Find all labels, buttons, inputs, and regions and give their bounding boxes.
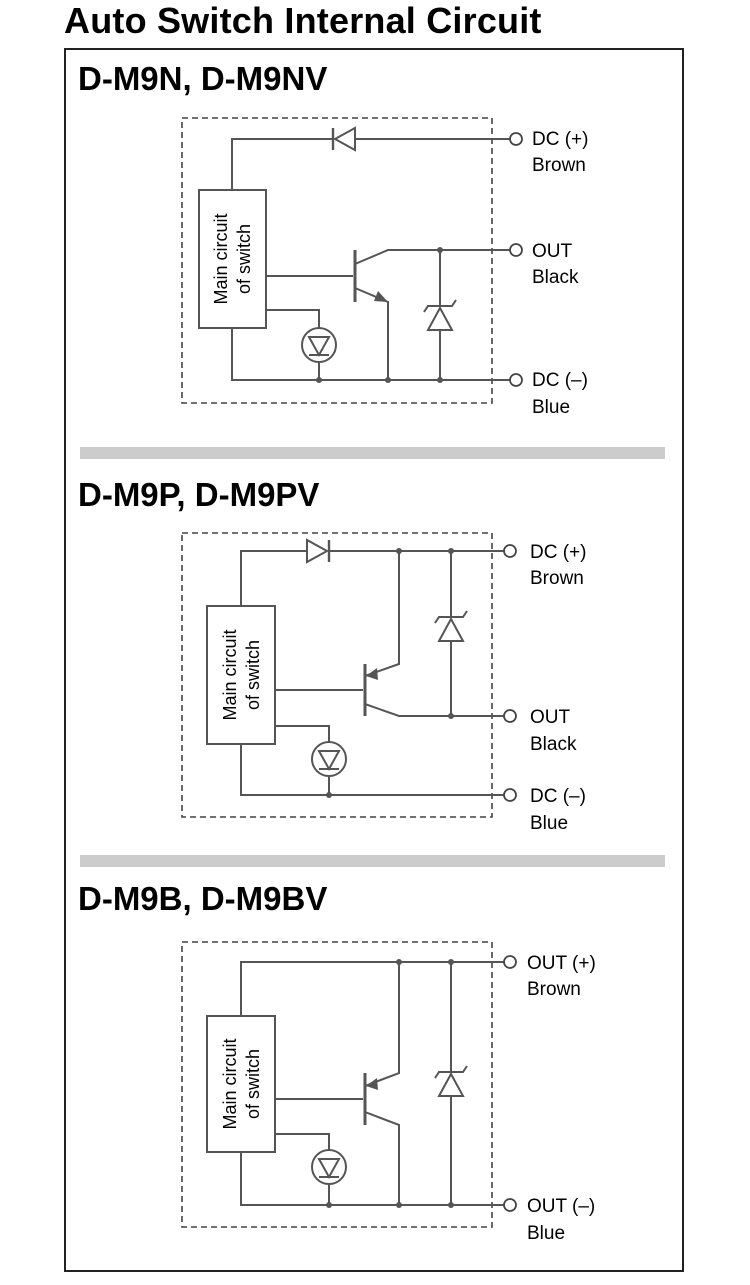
terminal-label: DC (–) [532,370,588,391]
terminal-label: OUT (–) [527,1196,595,1217]
section-title-m9b: D-M9B, D-M9BV [78,880,328,917]
main-circuit-label-line1: Main circuit [220,1038,240,1129]
main-circuit-label-line2: of switch [243,640,263,710]
diagram-frame [64,48,684,1272]
terminal-dc-plus [509,132,523,146]
transistor-icon [363,962,400,1205]
wire-color-label: Blue [532,397,570,418]
zener-diode-icon [434,962,468,1205]
switch-housing-outline [181,117,493,404]
terminal-dc-minus [503,788,517,802]
led-icon [311,741,347,795]
section-separator [80,447,665,459]
diode-icon [331,126,356,152]
terminal-out-minus [503,1198,517,1212]
npn-transistor-icon [353,249,510,380]
terminal-out-plus [503,955,517,969]
main-circuit-label-line2: of switch [234,224,254,294]
terminal-label: DC (–) [530,786,586,807]
terminal-dc-plus [503,544,517,558]
terminal-label: OUT (+) [527,953,596,974]
main-circuit-label-line1: Main circuit [220,629,240,720]
wire-color-label: Brown [532,155,586,176]
main-circuit-label-line1: Main circuit [211,213,231,304]
switch-housing-outline [181,941,493,1228]
pnp-transistor-icon [363,551,505,717]
wire-color-label: Brown [527,979,581,1000]
main-circuit-label-line2: of switch [243,1049,263,1119]
page-title: Auto Switch Internal Circuit [64,0,542,41]
zener-diode-icon [434,551,468,716]
terminal-dc-minus [509,373,523,387]
wire-color-label: Blue [530,813,568,834]
led-icon [311,1149,347,1205]
main-circuit-box [206,1015,276,1153]
wire-color-label: Brown [530,568,584,589]
led-icon [301,327,337,380]
terminal-label: OUT [532,241,573,262]
circuit-pnp: Main circuit of switch [181,532,586,834]
section-separator [80,855,665,867]
circuit-2-wire: Main circuit of switch [181,941,596,1244]
section-title-m9n: D-M9N, D-M9NV [78,60,328,97]
diode-icon [306,538,331,564]
circuit-npn: Main circuit of switch [181,117,588,418]
wire-color-label: Blue [527,1223,565,1244]
terminal-label: DC (+) [532,129,588,150]
wire-color-label: Black [532,267,579,288]
terminal-label: DC (+) [530,542,586,563]
wire-color-label: Black [530,734,577,755]
switch-housing-outline [181,532,493,818]
main-circuit-box [206,605,276,745]
terminal-label: OUT [530,707,571,728]
section-title-m9p: D-M9P, D-M9PV [78,476,320,513]
main-circuit-box [198,189,267,329]
terminal-out [503,709,517,723]
terminal-out [509,243,523,257]
zener-diode-icon [423,250,457,380]
